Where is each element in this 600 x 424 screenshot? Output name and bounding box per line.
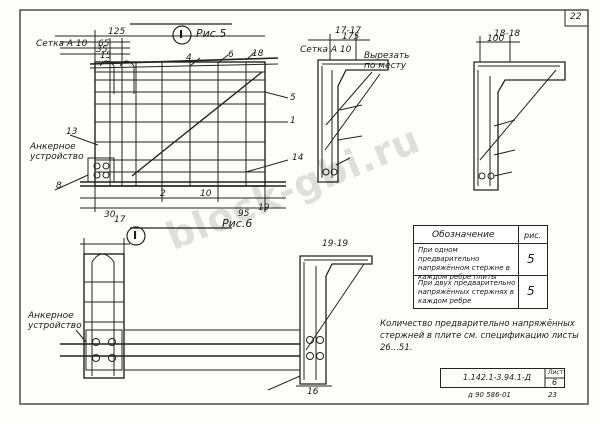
callout-5: 5 xyxy=(290,93,296,103)
setka-label-main: Сетка А 10 xyxy=(36,39,88,49)
dim-100: 100 xyxy=(487,34,505,44)
callout-6: 6 xyxy=(228,50,234,60)
fig5-elevation xyxy=(54,30,289,212)
fig6-mark: I xyxy=(133,229,138,242)
dim-65: 65 xyxy=(98,39,110,49)
section-19-19 xyxy=(296,255,373,387)
callout-17: 17 xyxy=(114,215,126,225)
callout-10: 10 xyxy=(200,189,212,199)
row2-text: При двух предварительно напряжённых стер… xyxy=(418,279,516,305)
callout-1: 1 xyxy=(290,116,296,126)
fig5-title: Рис.5 xyxy=(196,27,227,40)
callout-2: 2 xyxy=(160,189,166,199)
stamp-list-label: Лист xyxy=(548,369,564,376)
anchor-label-2a: Анкерное xyxy=(28,311,74,321)
cut-note-2: по месту xyxy=(364,61,407,71)
designation-table: Обозначение рис. При одном предварительн… xyxy=(413,225,548,309)
setka-label-section: Сетка А 10 xyxy=(300,45,352,55)
dim-30: 30 xyxy=(104,210,116,220)
row2-value: 5 xyxy=(527,284,535,298)
callout-8: 8 xyxy=(56,181,62,191)
fig5-mark: I xyxy=(179,28,184,41)
callout-14: 14 xyxy=(292,153,304,163)
dim-125: 125 xyxy=(108,27,126,37)
section-label-18: 18-18 xyxy=(494,29,521,39)
dim-175: 175 xyxy=(342,32,360,42)
dim-95: 95 xyxy=(238,209,250,219)
section-label-17: 17-17 xyxy=(335,26,362,36)
callout-4: 4 xyxy=(186,53,192,63)
quantity-note: Количество предварительно напряжённых ст… xyxy=(380,319,579,353)
callout-18: 18 xyxy=(252,49,264,59)
callout-13: 13 xyxy=(66,127,78,137)
section-label-19: 19-19 xyxy=(322,239,349,249)
table-row: При двух предварительно напряжённых стер… xyxy=(414,275,547,308)
anchor-label-1a: Анкерное xyxy=(30,142,76,152)
dim-35: 35 xyxy=(96,45,108,55)
cut-note-1: Вырезать xyxy=(364,51,410,61)
table-row: При одном предварительно напряжённом сте… xyxy=(414,243,547,281)
stamp-code: 1.142.1-3.94.1-Д xyxy=(463,373,532,382)
fig6-title: Рис.6 xyxy=(222,217,253,230)
bottom-code: д 90 586-01 xyxy=(468,391,511,399)
section-17-17 xyxy=(308,34,389,183)
sheet-number: 22 xyxy=(570,12,582,22)
section-18-18 xyxy=(473,36,566,191)
row1-text: При одном предварительно напряжённом сте… xyxy=(418,246,510,281)
fig6-elevation xyxy=(60,238,301,391)
bottom-page: 23 xyxy=(548,391,557,399)
table-header-label: Обозначение xyxy=(432,230,495,240)
stamp-list-number: 6 xyxy=(552,378,558,387)
anchor-label-2b: устройство xyxy=(28,321,82,331)
anchor-label-1b: устройство xyxy=(30,152,84,162)
callout-19: 19 xyxy=(258,203,270,213)
table-header-col: рис. xyxy=(524,231,542,240)
dim-16: 16 xyxy=(307,387,319,397)
dim-15: 15 xyxy=(100,51,112,61)
title-stamp: 1.142.1-3.94.1-Д Лист 6 xyxy=(440,368,565,388)
row1-value: 5 xyxy=(527,252,535,266)
